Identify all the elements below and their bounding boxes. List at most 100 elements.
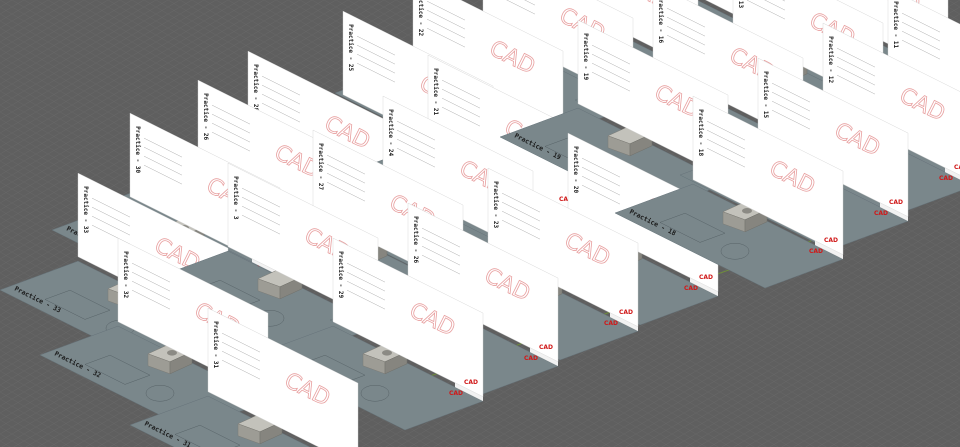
sheet-drawing-line bbox=[211, 131, 251, 152]
sheet-vertical-label: Practice - 19 bbox=[582, 33, 589, 80]
sheet-drawing-line bbox=[426, 27, 466, 48]
sheet-drawing-line bbox=[326, 181, 366, 202]
sheet-vertical-label: Practice - 32 bbox=[122, 251, 129, 298]
sheet-vertical-label: Practice - 28 bbox=[252, 64, 259, 111]
sheet-drawing-line bbox=[836, 56, 876, 77]
cad-logo: CAD bbox=[809, 248, 823, 255]
sheet-drawing-line bbox=[591, 62, 631, 83]
sheet-drawing-line bbox=[426, 18, 466, 39]
sheet-drawing-line bbox=[901, 12, 941, 33]
sheet-drawing-line bbox=[506, 0, 536, 15]
sheet-logo: CAD bbox=[559, 196, 573, 203]
sheet-drawing-line bbox=[241, 205, 281, 226]
sheet-vertical-label: Practice - 16 bbox=[657, 0, 664, 43]
drawing-sheet: CAD Practice - 18 CAD bbox=[692, 95, 844, 256]
sheet-drawing-line bbox=[666, 25, 706, 46]
sheet-drawing-line bbox=[131, 280, 171, 301]
cad-logo: CAD bbox=[449, 390, 463, 397]
sheet-logo: CAD bbox=[824, 237, 838, 244]
part-hole bbox=[167, 350, 177, 356]
sheet-logo: CAD bbox=[889, 199, 903, 206]
sheet-drawing-line bbox=[241, 196, 281, 217]
sheet-vertical-label: Practice - 33 bbox=[82, 186, 89, 233]
sheet-drawing-line bbox=[501, 210, 541, 231]
sheet-drawing-line bbox=[581, 175, 621, 196]
cad-logo: CAD bbox=[684, 285, 698, 292]
sheet-drawing-line bbox=[501, 192, 541, 213]
sheet-logo: CAD bbox=[619, 309, 633, 316]
sheet-drawing-line bbox=[771, 109, 811, 130]
plate-drawing bbox=[44, 289, 111, 320]
sheet-vertical-label: Practice - 3 bbox=[232, 176, 239, 220]
sheet-drawing-line bbox=[591, 44, 631, 65]
sheet-vertical-label: Practice - 26 bbox=[412, 216, 419, 263]
sheet-drawing-line bbox=[346, 280, 386, 301]
sheet-vertical-label: Practice - 25 bbox=[347, 24, 354, 71]
plate-drawing bbox=[84, 354, 151, 385]
plate-drawing bbox=[659, 212, 726, 243]
sheet-drawing-line bbox=[356, 35, 396, 56]
sheet-drawing-line bbox=[396, 120, 436, 141]
sheet-drawing-line bbox=[524, 0, 536, 6]
part-hole bbox=[382, 350, 392, 356]
sheet-drawing-line bbox=[131, 262, 171, 283]
sheet-vertical-label: Practice - 12 bbox=[827, 36, 834, 83]
sheet-drawing-line bbox=[501, 201, 541, 222]
sheet-drawing-line bbox=[706, 138, 746, 159]
plate-drawing bbox=[360, 385, 390, 402]
sheet-drawing-line bbox=[91, 197, 131, 218]
sheet-vertical-label: Practice - 15 bbox=[762, 71, 769, 118]
sheet-drawing-line bbox=[901, 21, 941, 42]
cad-logo: CAD bbox=[874, 210, 888, 217]
sheet-drawing-line bbox=[441, 88, 481, 109]
part-hole bbox=[742, 208, 752, 214]
sheet-drawing-line bbox=[836, 47, 876, 68]
sheet-drawing-line bbox=[901, 39, 941, 60]
sheet-drawing-line bbox=[666, 16, 706, 37]
sheet-drawing-line bbox=[143, 164, 183, 185]
sheet-drawing-line bbox=[706, 129, 746, 150]
sheet-drawing-line bbox=[591, 71, 631, 92]
sheet-drawing-line bbox=[421, 227, 461, 248]
sheet-drawing-line bbox=[241, 214, 281, 235]
sheet-drawing-line bbox=[771, 100, 811, 121]
drawing-sheet: CAD Practice - 15 CAD bbox=[757, 57, 909, 218]
sheet-drawing-line bbox=[211, 104, 251, 125]
sheet-drawing-line bbox=[261, 93, 301, 114]
sheet-drawing-line bbox=[441, 106, 481, 127]
sheet-drawing-line bbox=[441, 97, 481, 118]
sheet-drawing-line bbox=[666, 7, 706, 28]
sheet-drawing-line bbox=[356, 44, 396, 65]
sheet-drawing-line bbox=[131, 289, 171, 310]
sheet-drawing-line bbox=[836, 74, 876, 95]
sheet-drawing-line bbox=[581, 184, 621, 205]
plate-drawing bbox=[145, 385, 175, 402]
sheet-drawing-line bbox=[421, 245, 461, 266]
sheet-drawing-line bbox=[91, 206, 131, 227]
sheet-vertical-label: Practice - 29 bbox=[337, 251, 344, 298]
plate-drawing bbox=[174, 424, 241, 447]
plate-drawing bbox=[720, 243, 750, 260]
sheet-drawing-line bbox=[426, 0, 466, 21]
sheet-drawing-line bbox=[326, 172, 366, 193]
sheet-drawing-line bbox=[396, 147, 436, 168]
sheet-vertical-label: Practice - 31 bbox=[212, 321, 219, 368]
sheet-drawing-line bbox=[346, 289, 386, 310]
sheet-drawing-line bbox=[666, 34, 706, 55]
sheet-drawing-line bbox=[901, 30, 941, 51]
cad-logo: CAD bbox=[604, 320, 618, 327]
sheet-drawing-line bbox=[441, 79, 481, 100]
sheet-vertical-label: Practice - 22 bbox=[417, 0, 424, 36]
sheet-vertical-label: Practice - 18 bbox=[697, 109, 704, 156]
